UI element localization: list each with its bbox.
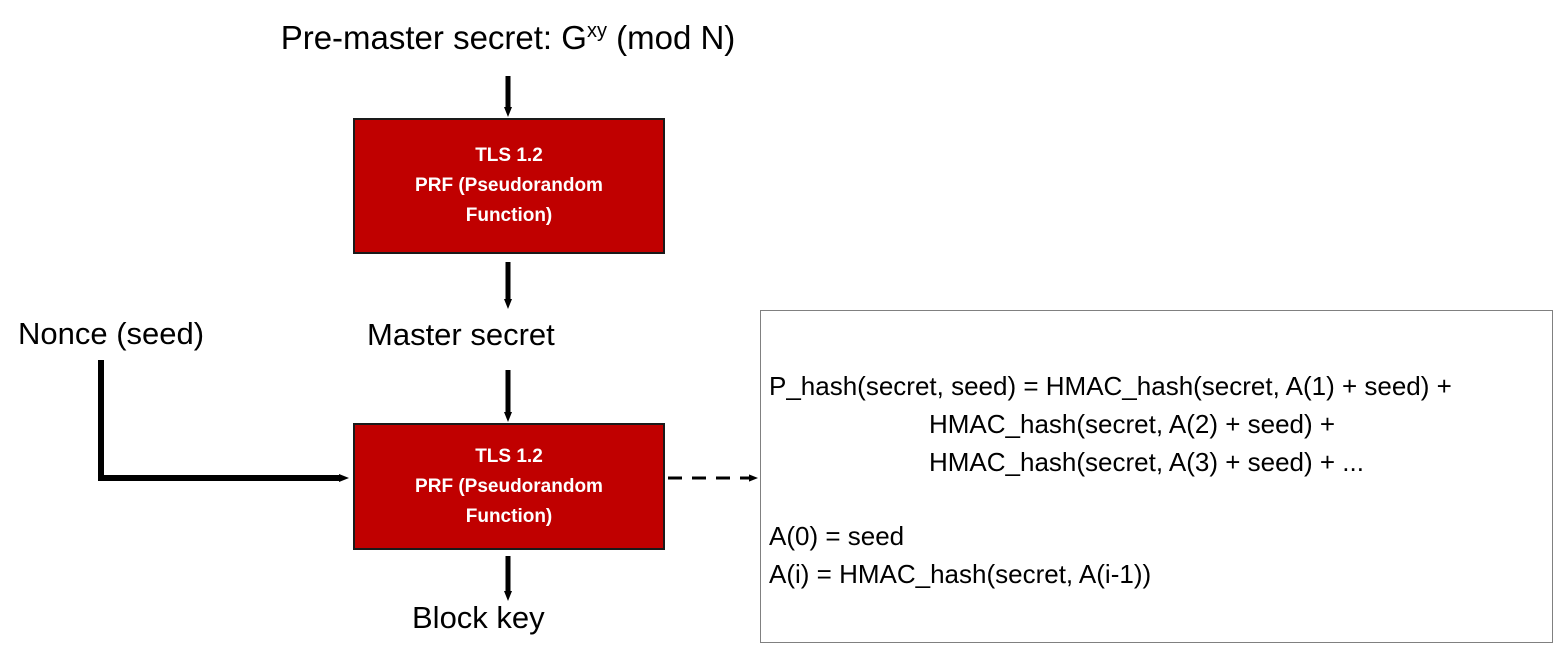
nonce-seed-label: Nonce (seed) <box>18 316 205 351</box>
prf-box-master-secret: TLS 1.2 PRF (Pseudorandom Function) <box>353 118 665 254</box>
block-key-label: Block key <box>412 600 545 635</box>
prf-box-line-2: PRF (Pseudorandom <box>415 475 603 497</box>
title-exponent: xy <box>586 20 607 42</box>
formula-line-a0: A(0) = seed <box>769 521 905 551</box>
arrow-nonce-to-prf2 <box>98 360 349 482</box>
prf-box-line-1: TLS 1.2 <box>475 145 543 166</box>
formula-line-hmac-a2: HMAC_hash(secret, A(2) + seed) + <box>929 409 1336 439</box>
formula-line-ai: A(i) = HMAC_hash(secret, A(i-1)) <box>769 559 1152 589</box>
title-suffix: (mod N) <box>606 19 736 56</box>
master-secret-label: Master secret <box>367 317 555 352</box>
formula-line-phash: P_hash(secret, seed) = HMAC_hash(secret,… <box>769 371 1452 401</box>
prf-box-line-3: Function) <box>465 505 553 527</box>
prf-box-line-2: PRF (Pseudorandom <box>415 175 603 196</box>
page-title: Pre-master secret: Gxy (mod N) <box>0 18 1016 63</box>
formula-panel: P_hash(secret, seed) = HMAC_hash(secret,… <box>760 310 1553 643</box>
formula-line-hmac-a3: HMAC_hash(secret, A(3) + seed) + ... <box>929 447 1364 477</box>
prf-box-line-3: Function) <box>465 205 553 226</box>
prf-box-block-key: TLS 1.2 PRF (Pseudorandom Function) <box>353 423 665 550</box>
prf-box-line-1: TLS 1.2 <box>475 445 543 467</box>
title-prefix: Pre-master secret: G <box>280 19 587 56</box>
